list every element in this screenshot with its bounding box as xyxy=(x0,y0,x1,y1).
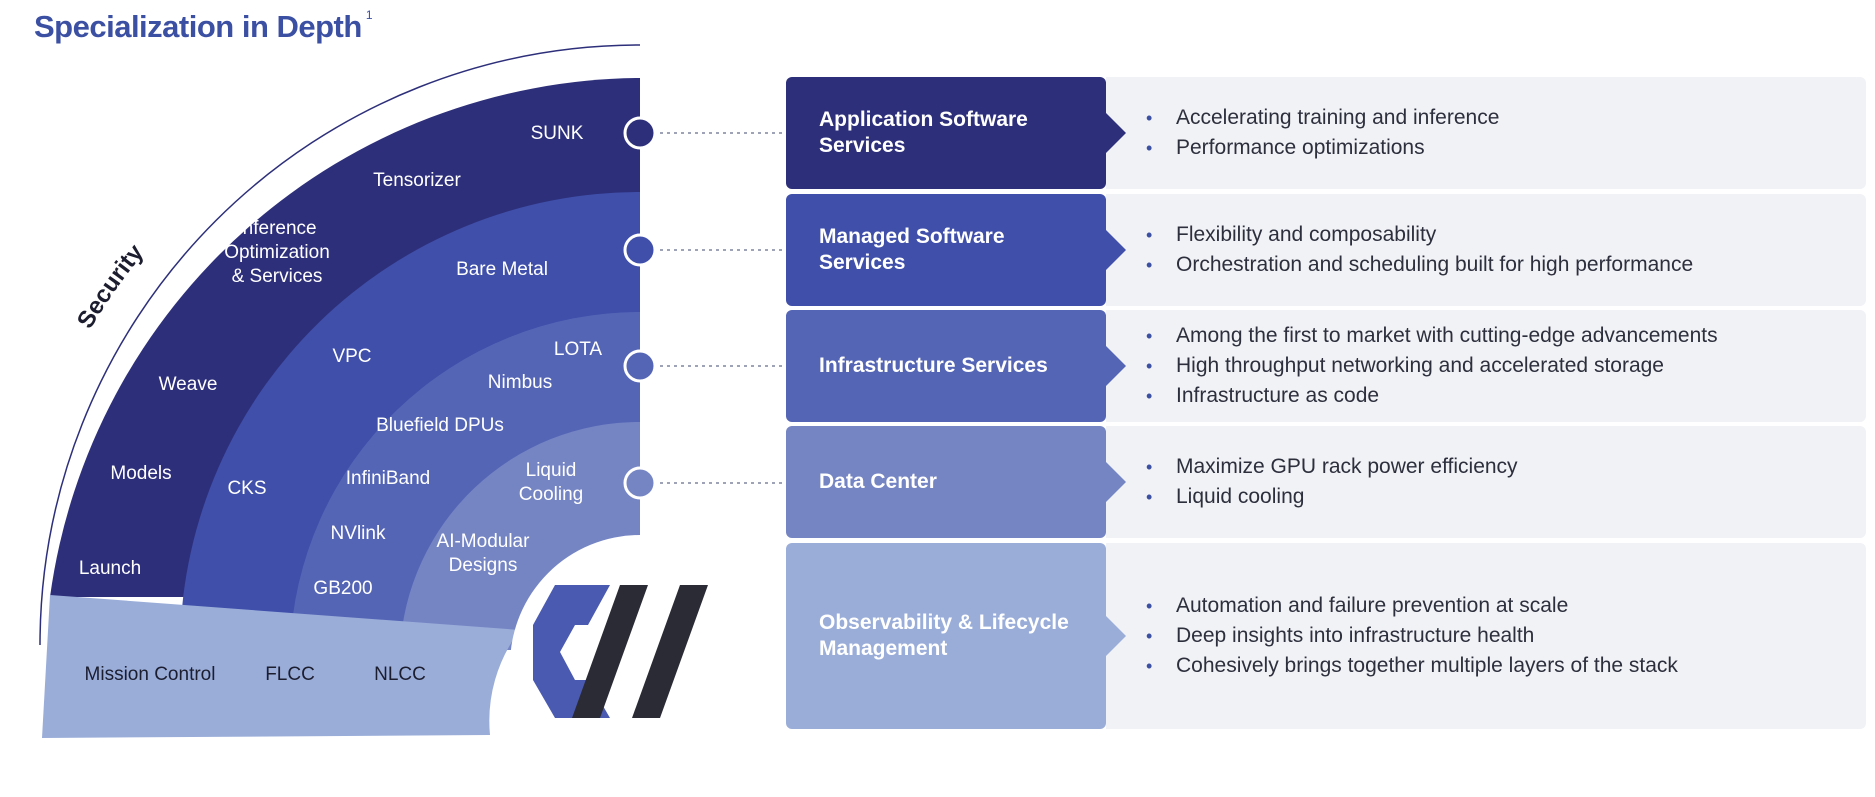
layer-bullet-list: Among the first to market with cutting-e… xyxy=(1146,321,1718,411)
infra-item-label: LOTA xyxy=(554,339,603,360)
layer-bullet-item: Orchestration and scheduling built for h… xyxy=(1146,250,1693,280)
layer-bullet-item: Accelerating training and inference xyxy=(1146,103,1499,133)
layer-arrow-notch xyxy=(1104,344,1126,388)
layer-row: Flexibility and composabilityOrchestrati… xyxy=(786,194,1866,306)
infra-item-label: Nimbus xyxy=(488,372,552,393)
layer-bullet-item: Among the first to market with cutting-e… xyxy=(1146,321,1718,351)
app-item-label: Launch xyxy=(79,558,141,579)
layer-bullet-panel: Among the first to market with cutting-e… xyxy=(1106,310,1866,422)
layer-arrow-notch xyxy=(1104,111,1126,155)
title-footnote: 1 xyxy=(365,8,373,22)
layer-row: Automation and failure prevention at sca… xyxy=(786,543,1866,729)
connector-dot-application xyxy=(623,116,657,150)
layer-bullet-list: Automation and failure prevention at sca… xyxy=(1146,591,1678,681)
cw-logo-icon xyxy=(533,585,708,718)
layer-arrow-notch xyxy=(1104,460,1126,504)
layer-bullet-panel: Flexibility and composabilityOrchestrati… xyxy=(1106,194,1866,306)
layer-bullet-list: Maximize GPU rack power efficiencyLiquid… xyxy=(1146,452,1518,512)
app-item-label: Models xyxy=(110,463,171,484)
layer-bullet-panel: Accelerating training and inferencePerfo… xyxy=(1106,77,1866,189)
layer-bullet-item: Flexibility and composability xyxy=(1146,220,1693,250)
layer-bullet-item: Performance optimizations xyxy=(1146,133,1499,163)
layer-bullet-item: Automation and failure prevention at sca… xyxy=(1146,591,1678,621)
layer-arrow-notch xyxy=(1104,614,1126,658)
base-band xyxy=(42,595,520,738)
layer-row: Accelerating training and inferencePerfo… xyxy=(786,77,1866,189)
layer-bullet-item: Liquid cooling xyxy=(1146,482,1518,512)
base-item-label: NLCC xyxy=(374,664,426,685)
managed-item-label: VPC xyxy=(332,346,371,367)
managed-item-label: Bare Metal xyxy=(456,259,548,280)
infra-item-label: GB200 xyxy=(313,578,372,599)
layer-bullet-panel: Automation and failure prevention at sca… xyxy=(1106,543,1866,729)
infra-item-label: Bluefield DPUs xyxy=(376,415,504,436)
app-item-label: Tensorizer xyxy=(373,170,461,191)
outer-arc-line xyxy=(39,44,641,646)
infra-item-label: NVlink xyxy=(331,523,386,544)
layer-label: Infrastructure Services xyxy=(819,354,1048,377)
layer-row: Among the first to market with cutting-e… xyxy=(786,310,1866,422)
connector-dot-managed xyxy=(623,233,657,267)
layer-bullet-panel: Maximize GPU rack power efficiencyLiquid… xyxy=(1106,426,1866,538)
layer-bullet-list: Accelerating training and inferencePerfo… xyxy=(1146,103,1499,163)
app-item-label: Weave xyxy=(159,374,218,395)
layer-bullet-list: Flexibility and composabilityOrchestrati… xyxy=(1146,220,1693,280)
layer-arrow-notch xyxy=(1104,228,1126,272)
base-item-label: FLCC xyxy=(265,664,315,685)
connector-dot-infrastructure xyxy=(623,349,657,383)
layer-bullet-item: Cohesively brings together multiple laye… xyxy=(1146,651,1678,681)
layer-bullet-item: Infrastructure as code xyxy=(1146,381,1718,411)
layer-bullet-item: Maximize GPU rack power efficiency xyxy=(1146,452,1518,482)
layer-label-box: Infrastructure Services xyxy=(786,310,1106,422)
layer-bullet-item: High throughput networking and accelerat… xyxy=(1146,351,1718,381)
managed-item-label: CKS xyxy=(227,478,266,499)
app-item-label: SUNK xyxy=(531,123,584,144)
layer-label: Data Center xyxy=(819,470,937,493)
base-item-label: Mission Control xyxy=(85,664,216,685)
connector-dot-data-center xyxy=(623,466,657,500)
layer-label-box: Data Center xyxy=(786,426,1106,538)
infra-item-label: InfiniBand xyxy=(346,468,431,489)
connectors xyxy=(623,116,786,500)
layer-row: Maximize GPU rack power efficiencyLiquid… xyxy=(786,426,1866,538)
layer-bullet-item: Deep insights into infrastructure health xyxy=(1146,621,1678,651)
